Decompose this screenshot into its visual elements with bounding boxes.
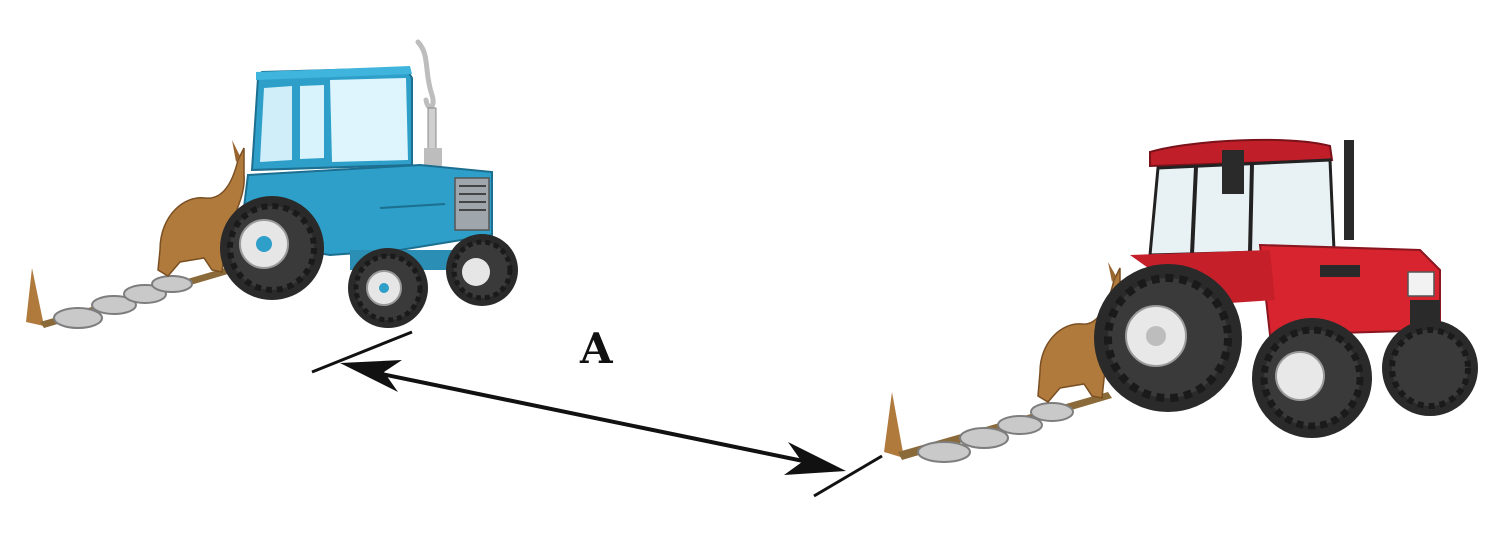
red-tractor-icon bbox=[1094, 138, 1478, 438]
mower-disc-icon bbox=[91, 295, 137, 315]
right-mower-bar bbox=[884, 392, 1112, 463]
arrowhead-right-icon bbox=[784, 442, 846, 475]
mower-discs-right bbox=[917, 402, 1074, 463]
arrowhead-left-icon bbox=[340, 360, 402, 392]
distance-label: A bbox=[580, 324, 613, 373]
mower-disc-icon bbox=[997, 415, 1043, 435]
blue-tractor-icon bbox=[220, 39, 518, 328]
distance-dimension bbox=[311, 330, 883, 498]
mower-end-spike-icon bbox=[26, 268, 44, 326]
mower-discs-left bbox=[53, 275, 193, 329]
mower-disc-icon bbox=[917, 441, 971, 463]
mower-disc-icon bbox=[1030, 402, 1074, 422]
mower-disc-icon bbox=[959, 427, 1009, 449]
left-mower-bar bbox=[26, 268, 228, 329]
mower-disc-icon bbox=[151, 275, 193, 293]
dimension-line bbox=[371, 370, 809, 464]
extension-line-right bbox=[813, 454, 883, 498]
extension-line-left bbox=[311, 330, 413, 374]
mower-end-spike-icon bbox=[884, 392, 904, 458]
mower-disc-icon bbox=[53, 307, 103, 329]
